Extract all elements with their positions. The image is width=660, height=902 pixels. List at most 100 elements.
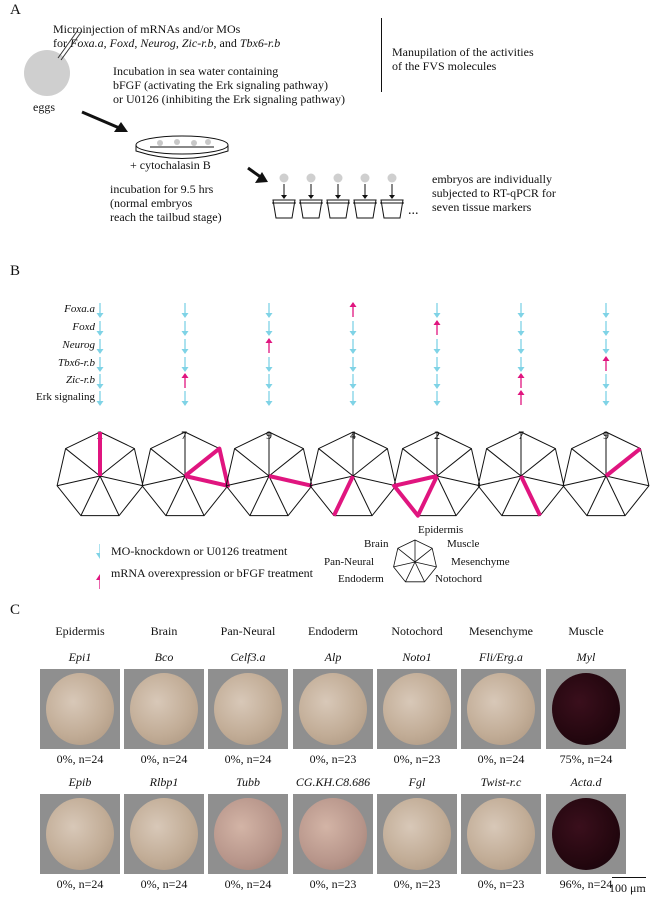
- embryo-image-row1: [377, 669, 457, 749]
- fate-highlight: [332, 475, 355, 517]
- percent-row2: 0%, n=24: [224, 877, 272, 891]
- down-arrow-icon: [517, 339, 525, 354]
- row-label-erk: Erk signaling: [36, 391, 95, 403]
- down-arrow-icon: [602, 374, 610, 389]
- down-arrow-icon: [433, 303, 441, 318]
- down-arrow-icon: [96, 339, 104, 354]
- marker-gene-row1: Epi1: [68, 650, 92, 664]
- marker-gene-row1: Alp: [324, 650, 342, 664]
- percent-row1: 0%, n=24: [140, 752, 188, 766]
- marker-gene-row1: Noto1: [402, 650, 432, 664]
- fate-heptagon: [309, 431, 397, 517]
- embryo-image-row2: [461, 794, 541, 874]
- percent-row1: 0%, n=23: [393, 752, 441, 766]
- injection-needle-right: [60, 30, 83, 61]
- marker-gene-row1: Fli/Erg.a: [479, 650, 523, 664]
- embryo-image-row2: [546, 794, 626, 874]
- dish-egg: [205, 139, 211, 145]
- down-arrow-icon: [349, 357, 357, 372]
- down-arrow-icon: [181, 321, 189, 336]
- tissue-header: Muscle: [568, 624, 604, 638]
- dish-egg: [174, 139, 180, 145]
- row-label-foxa: Foxa.a: [64, 303, 95, 315]
- tissue-header: Epidermis: [55, 624, 105, 638]
- down-arrow-icon: [602, 321, 610, 336]
- down-arrow-icon: [181, 357, 189, 372]
- fate-heptagon: [141, 431, 230, 517]
- percent-row1: 75%, n=24: [559, 752, 613, 766]
- down-arrow-icon: [265, 321, 273, 336]
- incubation-line3: or U0126 (inhibiting the Erk signaling p…: [113, 92, 345, 106]
- down-arrow-icon: [602, 391, 610, 406]
- down-arrow-icon: [517, 357, 525, 372]
- manipulation-line1: Manupilation of the activities: [392, 45, 534, 59]
- fate-heptagon: [225, 431, 313, 517]
- fate-heptagon: [56, 431, 144, 517]
- fate-heptagon: [392, 431, 481, 518]
- tissue-header: Mesenchyme: [469, 624, 533, 638]
- schema-label-muscle: Muscle: [447, 538, 480, 550]
- row-label-zic: Zic-r.b: [65, 374, 95, 386]
- marker-gene-row2: Fgl: [408, 775, 426, 789]
- tissue-header: Endoderm: [308, 624, 358, 638]
- schema-label-brain: Brain: [364, 538, 389, 550]
- microinjection-line1: Microinjection of mRNAs and/or MOs: [53, 22, 241, 36]
- embryos-line1: embryos are individually: [432, 172, 552, 186]
- down-arrow-icon: [96, 391, 104, 406]
- legend-up-arrow-icon: [96, 574, 100, 589]
- combo-count-2: 7: [181, 428, 187, 442]
- row-label-tbx6: Tbx6-r.b: [58, 357, 95, 369]
- down-arrow-icon: [96, 357, 104, 372]
- tissue-header: Brain: [150, 624, 178, 638]
- down-arrow-icon: [96, 374, 104, 389]
- down-arrow-icon: [96, 303, 104, 318]
- up-arrow-icon: [181, 373, 189, 388]
- embryo-image-row1: [208, 669, 288, 749]
- fate-highlight: [392, 474, 439, 518]
- marker-gene-row1: Myl: [576, 650, 596, 664]
- down-arrow-icon: [433, 374, 441, 389]
- percent-row2: 96%, n=24: [559, 877, 613, 891]
- embryo-image-row2: [40, 794, 120, 874]
- petri-dish-top: [135, 135, 229, 155]
- perturbation-arrow-grid: [96, 302, 610, 406]
- marker-gene-row1: Bco: [154, 650, 174, 664]
- down-arrow-icon: [517, 321, 525, 336]
- percent-row2: 0%, n=24: [56, 877, 104, 891]
- cytochalasin-label: + cytochalasin B: [130, 158, 211, 172]
- down-arrow-icon: [265, 374, 273, 389]
- down-arrow-icon: [433, 357, 441, 372]
- arrow-dish-to-tubes-head: [255, 172, 268, 183]
- down-arrow-icon: [265, 391, 273, 406]
- embryo-image-row2: [293, 794, 373, 874]
- schema-label-endoderm: Endoderm: [338, 573, 384, 585]
- embryo-image-row1: [124, 669, 204, 749]
- fate-highlight: [268, 474, 313, 488]
- fate-heptagon: [562, 431, 650, 517]
- panel-c-letter: C: [10, 602, 21, 618]
- marker-gene-row2: Epib: [68, 775, 92, 789]
- up-arrow-icon: [517, 390, 525, 405]
- manipulation-bracket-line: [381, 18, 382, 92]
- fate-highlight: [604, 447, 642, 478]
- petri-dish-side: [135, 145, 229, 159]
- marker-gene-row2: CG.KH.C8.686: [295, 775, 371, 789]
- percent-row2: 0%, n=23: [393, 877, 441, 891]
- tissue-header: Notochord: [391, 624, 443, 638]
- row-label-foxd: Foxd: [72, 321, 95, 333]
- row-label-neurog: Neurog: [62, 339, 95, 351]
- microinjection-line2: for Foxa.a, Foxd, Neurog, Zic-r.b, and T…: [53, 36, 281, 50]
- up-arrow-icon: [517, 373, 525, 388]
- incubation-95-line1: incubation for 9.5 hrs: [110, 182, 214, 196]
- panel-b-letter: B: [10, 263, 21, 279]
- down-arrow-icon: [517, 303, 525, 318]
- down-arrow-icon: [433, 391, 441, 406]
- percent-row2: 0%, n=23: [309, 877, 357, 891]
- legend-down-label: MO-knockdown or U0126 treatment: [111, 544, 288, 558]
- incubation-line1: Incubation in sea water containing: [113, 64, 279, 78]
- schema-heptagon: [393, 539, 437, 583]
- marker-gene-row2: Tubb: [235, 775, 260, 789]
- pcr-tubes: [272, 173, 404, 219]
- schema-label-epidermis: Epidermis: [418, 524, 464, 536]
- marker-gene-row1: Celf3.a: [230, 650, 266, 664]
